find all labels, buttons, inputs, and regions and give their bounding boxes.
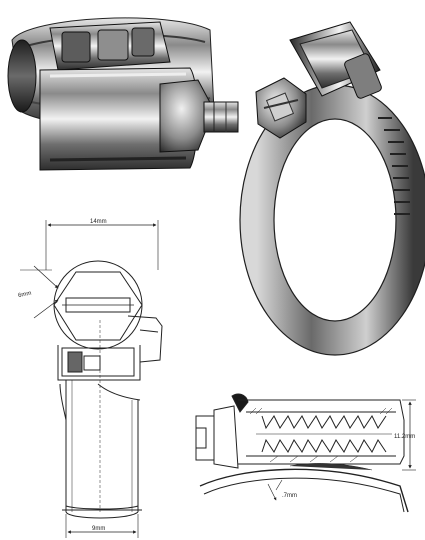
photo-perspective-view [239,21,425,356]
dim-band-thickness: .7mm [282,493,297,499]
dim-hex-size: 6mm [18,291,32,300]
dimension-labels: 14mm 6mm 9mm 11.2mm .7mm [18,219,416,532]
drawing-section-view [195,393,416,513]
dim-housing-width: 14mm [90,219,107,225]
photo-side-view [7,17,239,171]
dim-band-width: 9mm [92,526,105,532]
drawing-front-view [20,220,163,538]
dim-housing-height: 11.2mm [394,434,415,440]
